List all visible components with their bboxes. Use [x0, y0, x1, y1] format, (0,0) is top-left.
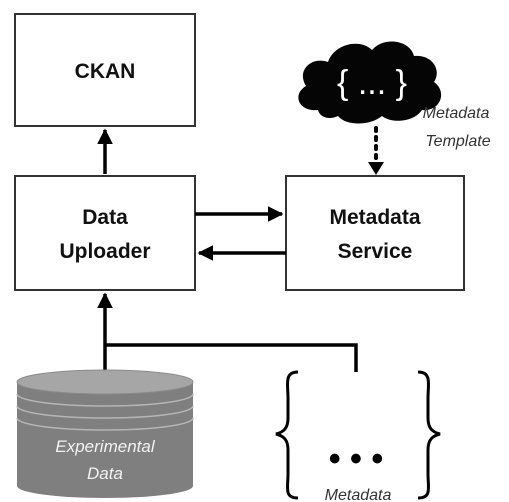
metadata-document: • • • Metadata	[275, 370, 441, 502]
cloud-icon	[298, 41, 442, 124]
metadata-to-uploader-connector	[105, 343, 358, 372]
metadata-service-box	[285, 175, 465, 291]
database-ring-2	[16, 405, 194, 419]
database-ring-1	[16, 393, 194, 407]
database-label-line1: Experimental	[55, 437, 155, 456]
left-brace-icon	[275, 370, 299, 500]
database-ring-3	[16, 417, 194, 431]
metadata-service-label-line2: Service	[338, 240, 413, 263]
template-to-service-arrowhead	[368, 162, 384, 175]
metadata-service-label-line1: Metadata	[329, 206, 420, 229]
metadata-template-node: { ... } Metadata Template	[298, 41, 491, 150]
metadata-service-node: Metadata Service	[285, 175, 465, 291]
metadata-doc-label: Metadata	[325, 487, 392, 502]
metadata-template-label-line2: Template	[425, 133, 490, 150]
metadata-ellipsis: • • •	[329, 440, 384, 478]
database-cylinder-body	[17, 382, 193, 498]
experimental-data-database: Experimental Data	[16, 369, 194, 498]
metadata-template-label-line1: Metadata	[423, 105, 490, 122]
database-label-line2: Data	[87, 464, 123, 483]
ckan-node: CKAN	[14, 13, 196, 127]
cloud-braces-symbol: { ... }	[337, 64, 407, 102]
right-brace-icon	[417, 370, 441, 500]
data-uploader-box	[14, 175, 196, 291]
database-top	[16, 369, 194, 395]
ckan-box	[14, 13, 196, 127]
ckan-label: CKAN	[75, 60, 136, 83]
data-uploader-label-line2: Uploader	[59, 240, 150, 263]
data-uploader-node: Data Uploader	[14, 175, 196, 291]
data-uploader-label-line1: Data	[82, 206, 128, 229]
